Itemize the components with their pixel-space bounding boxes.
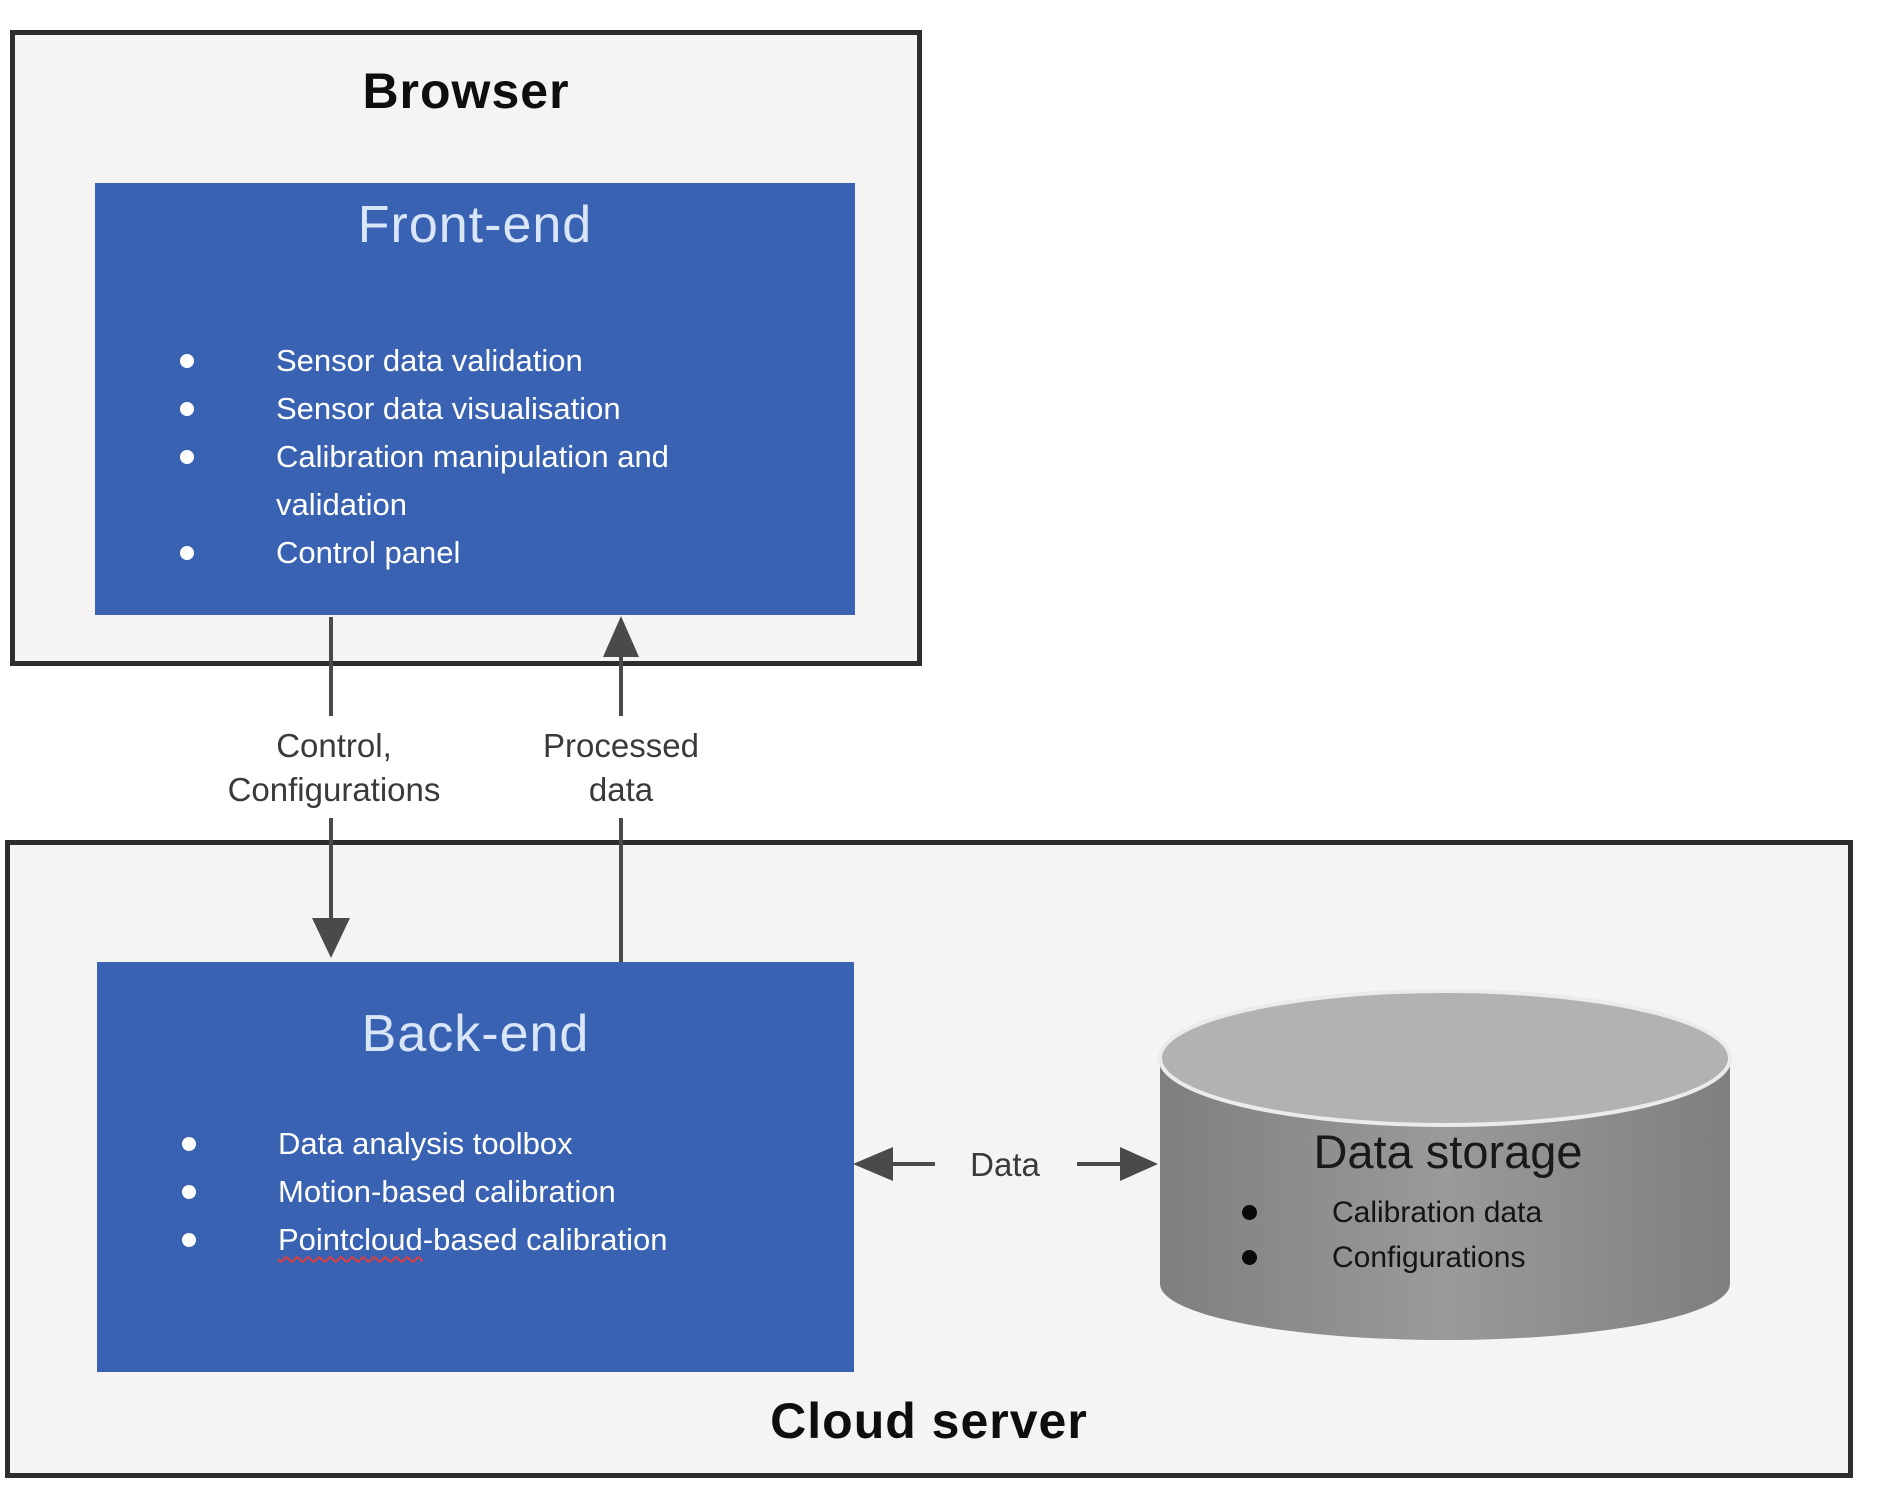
data-storage-list: Calibration data Configurations [1210,1190,1630,1280]
backend-box: Back-end Data analysis toolbox Motion-ba… [97,962,854,1372]
frontend-title: Front-end [357,196,593,254]
list-item: Motion-based calibration [97,1168,717,1216]
label-line: Control, [276,727,392,764]
list-item: Pointcloud-based calibration [97,1216,717,1264]
list-item: Calibration data [1210,1190,1630,1235]
backend-feature-list: Data analysis toolbox Motion-based calib… [97,1120,717,1264]
label-line: Processed [543,727,699,764]
control-arrow-label: Control, Configurations [174,724,494,812]
frontend-box: Front-end Sensor data validation Sensor … [95,183,855,615]
list-item: Sensor data validation [95,337,715,385]
label-line: data [588,771,654,808]
backend-title: Back-end [361,1005,590,1063]
list-item: Calibration manipulation and validation [95,433,715,529]
processed-data-arrow-label: Processed data [481,724,761,812]
frontend-feature-list: Sensor data validation Sensor data visua… [95,337,715,577]
list-item-text: -based calibration [422,1222,668,1257]
spellcheck-underlined-word: Pointcloud [278,1222,423,1257]
list-item: Configurations [1210,1235,1630,1280]
label-line: Configurations [227,771,441,808]
data-storage-title: Data storage [1313,1125,1583,1178]
list-item: Sensor data visualisation [95,385,715,433]
list-item: Control panel [95,529,715,577]
browser-title: Browser [362,63,570,119]
cloud-server-title: Cloud server [770,1393,1088,1449]
list-item: Data analysis toolbox [97,1120,717,1168]
data-arrow-label: Data [970,1146,1040,1183]
